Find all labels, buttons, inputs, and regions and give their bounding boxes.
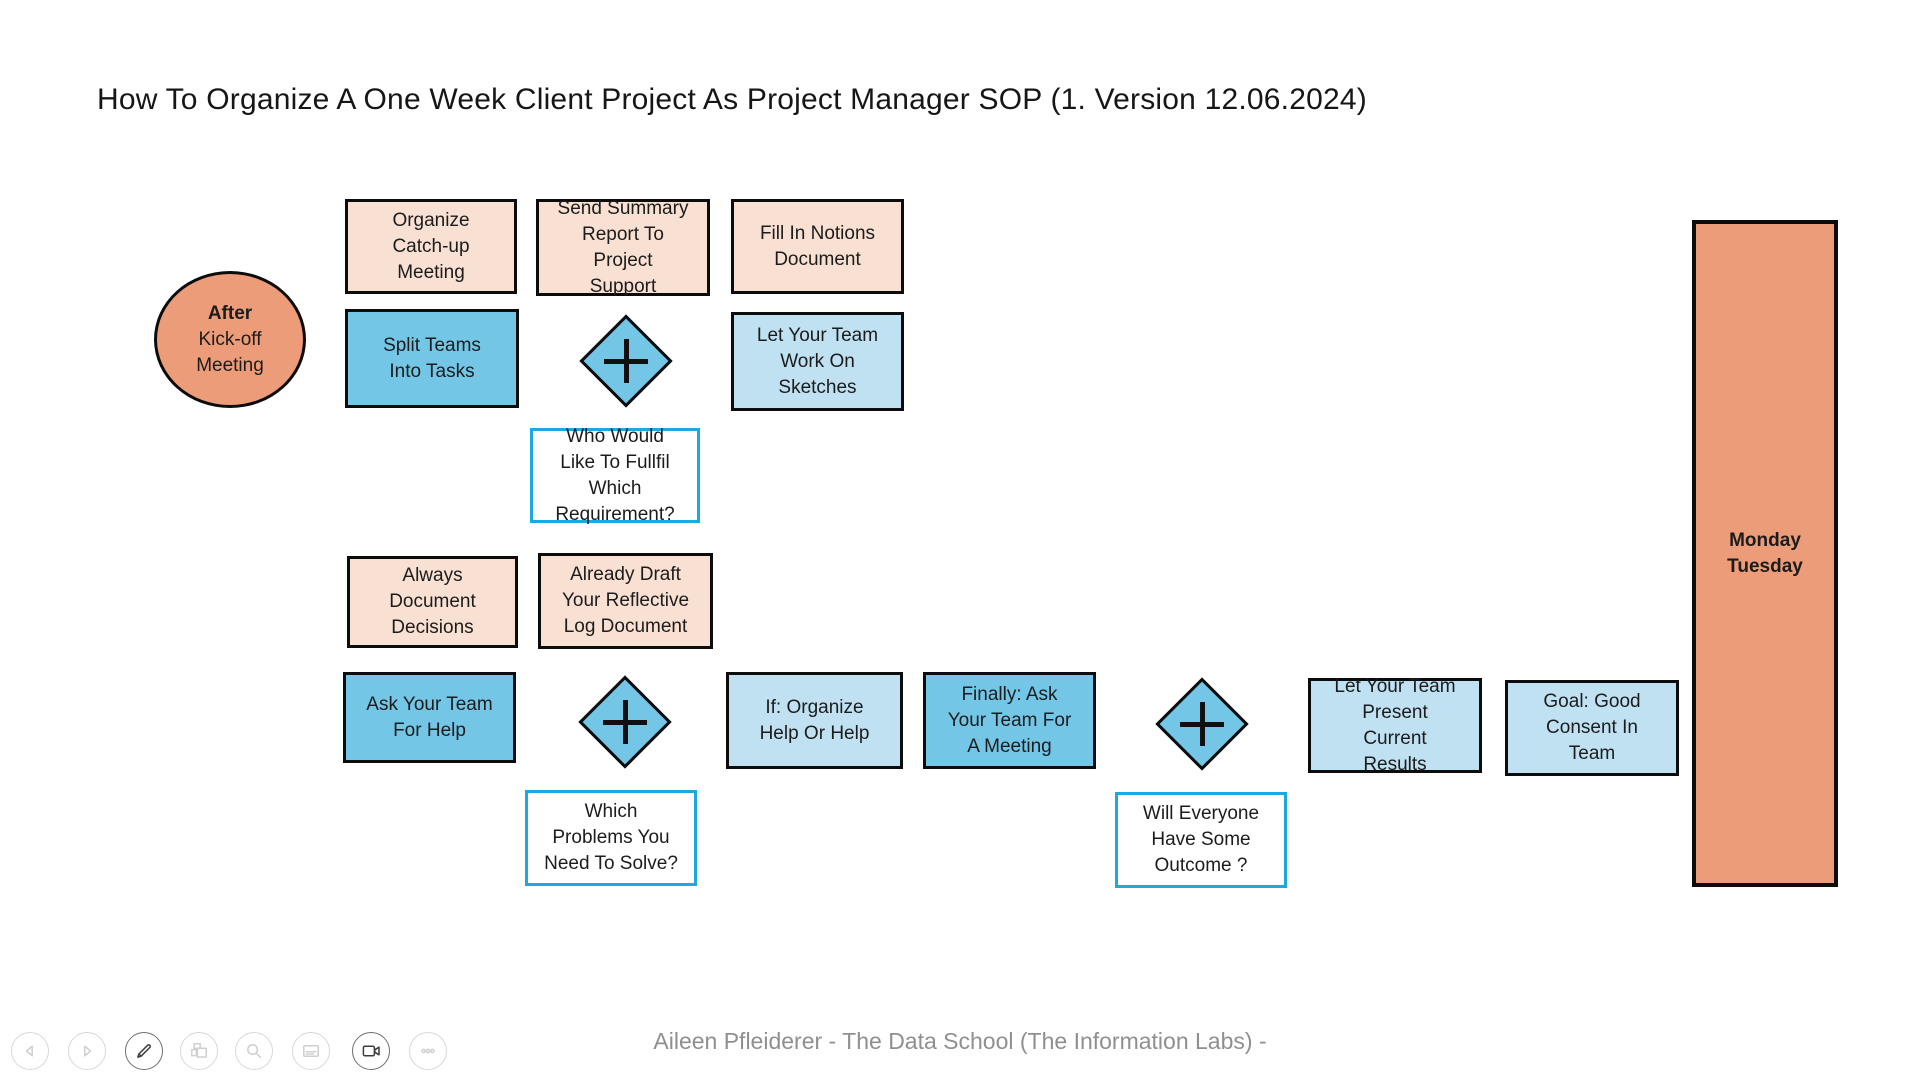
arrow-right-icon [84, 1045, 92, 1057]
box-if-organize-help: If: Organize Help Or Help [726, 672, 903, 769]
decision-diamond-2 [578, 675, 672, 769]
pen-tools-button[interactable] [125, 1032, 163, 1070]
box-let-team-work: Let Your Team Work On Sketches [731, 312, 904, 411]
box-goal-consent: Goal: Good Consent In Team [1505, 680, 1679, 776]
plus-icon [604, 339, 648, 383]
magnifier-icon [247, 1044, 262, 1059]
slide-title: How To Organize A One Week Client Projec… [97, 83, 1367, 116]
box-who-would-fullfil: Who Would Like To Fullfil Which Requirem… [530, 426, 700, 525]
start-circle-after-kickoff: After Kick-off Meeting [154, 271, 306, 408]
box-send-summary: Send Summary Report To Project Support [536, 198, 710, 297]
box-let-team-present: Let Your Team Present Current Results [1308, 676, 1482, 775]
ellipsis-icon [421, 1048, 435, 1054]
next-slide-button[interactable] [68, 1032, 106, 1070]
pencil-icon [137, 1044, 151, 1058]
video-camera-icon [362, 1045, 380, 1057]
slides-grid-icon [191, 1043, 207, 1058]
plus-icon [1180, 702, 1224, 746]
box-split-teams: Split Teams Into Tasks [345, 309, 519, 408]
box-already-draft: Already Draft Your Reflective Log Docume… [538, 553, 713, 649]
camera-button[interactable] [352, 1032, 390, 1070]
plus-icon [603, 700, 647, 744]
start-circle-emphasis: After [207, 302, 253, 324]
box-which-problems: Which Problems You Need To Solve? [525, 790, 697, 886]
arrow-left-icon [25, 1045, 33, 1057]
box-finally-ask-meeting: Finally: Ask Your Team For A Meeting [923, 672, 1096, 769]
box-organize-catchup: Organize Catch-up Meeting [345, 199, 517, 294]
decision-diamond-3 [1155, 677, 1249, 771]
slide-footer-credit: Aileen Pfleiderer - The Data School (The… [653, 1028, 1267, 1054]
see-all-slides-button[interactable] [180, 1032, 218, 1070]
start-circle-label: Kick-off Meeting [196, 328, 264, 376]
more-options-button[interactable] [409, 1032, 447, 1070]
captions-button[interactable] [292, 1032, 330, 1070]
box-will-everyone-outcome: Will Everyone Have Some Outcome ? [1115, 792, 1287, 888]
box-fill-notions: Fill In Notions Document [731, 199, 904, 294]
zoom-button[interactable] [235, 1032, 273, 1070]
timeline-bar-monday-tuesday: Monday Tuesday [1692, 220, 1838, 887]
box-always-document: Always Document Decisions [347, 556, 518, 648]
previous-slide-button[interactable] [11, 1032, 49, 1070]
box-ask-team-help: Ask Your Team For Help [343, 672, 516, 763]
captions-icon [303, 1045, 319, 1057]
decision-diamond-1 [579, 314, 673, 408]
